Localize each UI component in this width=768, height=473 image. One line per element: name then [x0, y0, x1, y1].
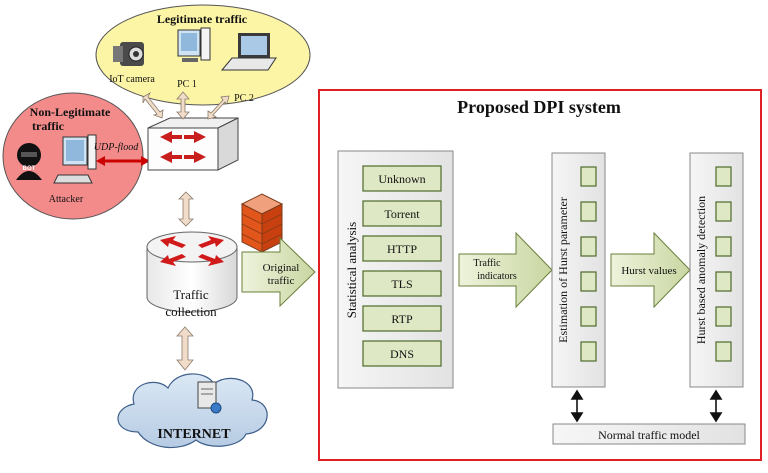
bot-label: BOT	[23, 166, 36, 172]
pc1-icon	[177, 27, 211, 62]
statistical-analysis-label: Statistical analysis	[344, 222, 359, 318]
pc2-label: PC 2	[234, 93, 254, 104]
traffic-indicators-line1: Traffic	[473, 258, 501, 269]
original-traffic-line2: traffic	[268, 275, 295, 287]
indicator-cell	[580, 166, 597, 187]
protocol-box	[362, 165, 442, 192]
hurst-estimation-cells	[580, 166, 597, 362]
dpi-system-title: Proposed DPI system	[457, 97, 621, 117]
normal-traffic-model-label: Normal traffic model	[598, 428, 700, 442]
normal-traffic-model-box	[552, 423, 746, 445]
indicator-cell	[580, 236, 597, 257]
protocol-label: TLS	[391, 277, 412, 291]
indicator-cell	[715, 271, 732, 292]
anomaly-detection-panel	[689, 152, 744, 388]
pc2-laptop-icon	[220, 33, 277, 71]
udp-flood-arrow	[96, 156, 150, 166]
nonlegitimate-traffic-group: Non-Legitimate traffic BOT Attacker	[2, 92, 144, 220]
anomaly-detection-cells	[715, 166, 732, 362]
protocol-label: DNS	[390, 347, 414, 361]
hurst-estimation-label: Estimation of Hurst parameter	[556, 197, 570, 343]
legitimate-traffic-title: Legitimate traffic	[157, 12, 248, 26]
indicator-cell	[580, 306, 597, 327]
hurst-values-arrow	[610, 231, 691, 309]
anomaly-detection-label: Hurst based anomaly detection	[694, 196, 708, 344]
firewall-icon	[240, 193, 284, 253]
protocol-label: RTP	[391, 312, 413, 326]
traffic-collection-line2: collection	[165, 304, 217, 319]
protocol-box	[362, 270, 442, 297]
legitimate-traffic-group: Legitimate traffic IoT camera PC 1 PC 2	[95, 4, 311, 106]
indicator-cell	[580, 201, 597, 222]
attacker-label: Attacker	[49, 194, 84, 205]
traffic-collection-cylinder	[146, 231, 238, 313]
protocol-box	[362, 340, 442, 367]
indicator-cell	[715, 201, 732, 222]
pc1-label: PC 1	[177, 79, 197, 90]
internet-cloud	[117, 373, 268, 449]
iot-camera-icon	[113, 42, 144, 66]
network-switch-icon	[147, 117, 239, 171]
traffic-indicators-line2: indicators	[477, 271, 517, 282]
model-link-arrows	[570, 389, 723, 423]
indicator-cell	[580, 341, 597, 362]
udp-flood-label: UDP-flood	[94, 142, 139, 153]
bot-icon	[16, 143, 42, 180]
protocol-box	[362, 235, 442, 262]
traffic-indicators-arrow	[458, 231, 553, 309]
traffic-collection-line1: Traffic	[173, 287, 209, 302]
nonlegitimate-title-line1: Non-Legitimate	[30, 105, 111, 119]
attacker-pc-icon	[53, 134, 97, 184]
indicator-cell	[715, 306, 732, 327]
connector-arrows	[142, 91, 230, 371]
iot-camera-label: IoT camera	[109, 74, 155, 85]
indicator-cell	[580, 271, 597, 292]
nonlegitimate-title-line2: traffic	[32, 119, 65, 133]
protocol-box	[362, 200, 442, 227]
original-traffic-arrow	[241, 236, 316, 308]
indicator-cell	[715, 236, 732, 257]
hurst-values-label: Hurst values	[621, 265, 676, 277]
original-traffic-line1: Original	[263, 262, 300, 274]
protocol-box	[362, 305, 442, 332]
internet-label: INTERNET	[157, 427, 231, 442]
protocol-label: Unknown	[378, 172, 425, 186]
indicator-cell	[715, 166, 732, 187]
protocol-label: HTTP	[387, 242, 417, 256]
indicator-cell	[715, 341, 732, 362]
server-icon	[197, 381, 222, 414]
protocol-label: Torrent	[384, 207, 420, 221]
